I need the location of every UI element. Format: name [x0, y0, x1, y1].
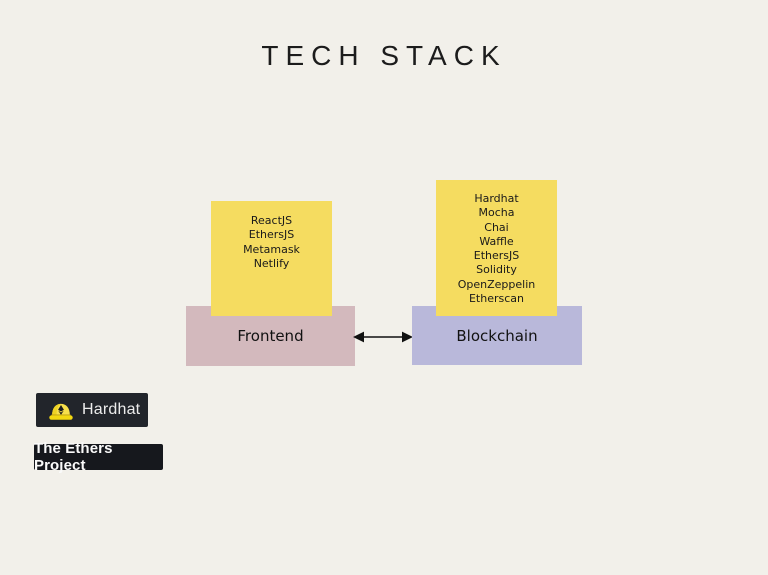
arrowhead-left — [353, 331, 364, 343]
blockchain-stack-item: OpenZeppelin — [457, 277, 536, 291]
frontend-stack-item: Netlify — [253, 256, 290, 270]
frontend-stack-item: ReactJS — [250, 214, 293, 227]
blockchain-stack-item: Mocha — [478, 206, 515, 220]
blockchain-label: Blockchain — [456, 326, 538, 345]
bidirectional-arrow — [352, 329, 414, 345]
blockchain-stack-item: Hardhat — [474, 192, 519, 205]
blockchain-stack-item: Waffle — [479, 234, 514, 248]
frontend-bar: Frontend — [186, 306, 355, 366]
frontend-label: Frontend — [237, 327, 304, 345]
blockchain-stack-item: Solidity — [476, 263, 517, 277]
hardhat-icon — [49, 403, 73, 420]
blockchain-stack-item: Etherscan — [468, 292, 525, 306]
frontend-stack-item: EthersJS — [248, 228, 295, 242]
page-title: TECH STACK — [261, 40, 507, 71]
ethers-project-badge[interactable]: The Ethers Project — [34, 440, 163, 474]
frontend-sticky-note: ReactJS EthersJS Metamask Netlify — [211, 201, 332, 316]
blockchain-stack-item: EthersJS — [473, 249, 520, 263]
blockchain-sticky-note: Hardhat Mocha Chai Waffle EthersJS Solid… — [436, 180, 557, 316]
hardhat-badge-label: Hardhat — [82, 401, 141, 418]
hardhat-badge[interactable]: Hardhat — [36, 393, 148, 427]
bidirectional-arrow-icon — [353, 331, 413, 343]
blockchain-stack-item: Chai — [484, 220, 509, 234]
arrowhead-right — [402, 331, 413, 343]
ethers-project-label: The Ethers Project — [34, 440, 113, 474]
frontend-stack-item: Metamask — [243, 242, 300, 256]
